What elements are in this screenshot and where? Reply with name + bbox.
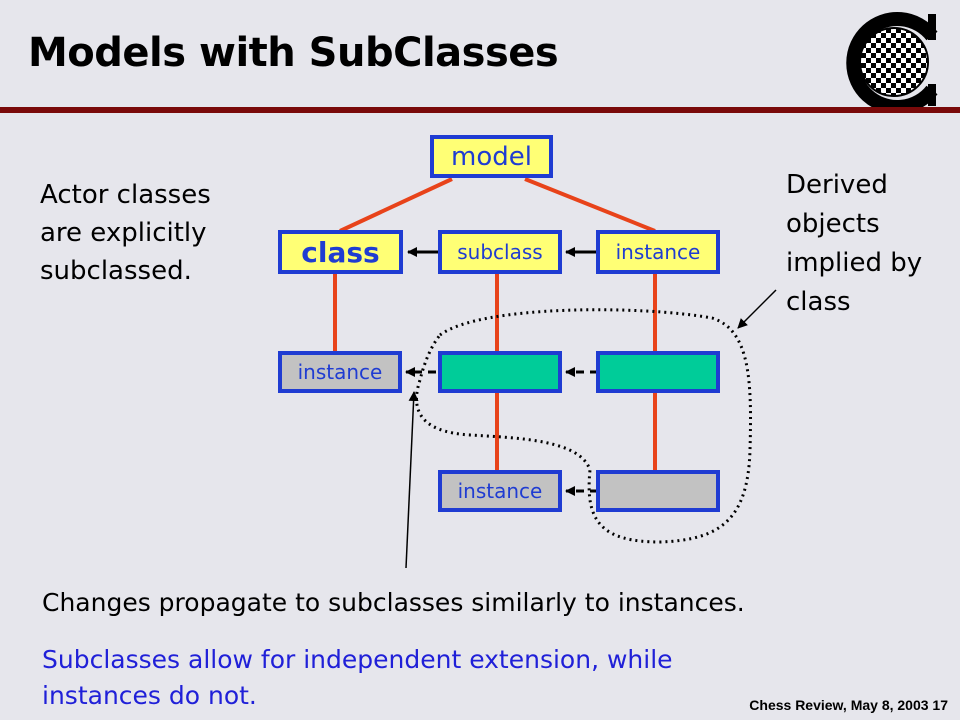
note-line: Derived — [786, 170, 888, 200]
derived-objects-note: Derived objects implied by class — [786, 166, 922, 322]
extension-line: instances do not. — [42, 681, 257, 710]
derived-box-right — [596, 351, 720, 393]
slide-footer: Chess Review, May 8, 2003 17 — [749, 697, 948, 713]
note-line: class — [786, 287, 851, 317]
title-rule — [0, 107, 960, 113]
class-label: class — [301, 235, 380, 269]
instance-label-top: instance — [615, 240, 701, 264]
instance-box-top: instance — [596, 230, 720, 274]
actor-classes-note: Actor classes are explicitly subclassed. — [40, 176, 211, 290]
extension-line: Subclasses allow for independent extensi… — [42, 645, 673, 674]
note-line: are explicitly — [40, 218, 207, 248]
derived-box-middle — [438, 351, 562, 393]
subclass-label: subclass — [457, 240, 543, 264]
derived-box-bottom-right — [596, 470, 720, 512]
note-line: Actor classes — [40, 180, 211, 210]
note-line: objects — [786, 209, 880, 239]
class-box: class — [278, 230, 403, 274]
instance-label-left: instance — [297, 360, 383, 384]
model-label: model — [451, 141, 532, 172]
model-box: model — [430, 135, 553, 178]
changes-propagate-text: Changes propagate to subclasses similarl… — [42, 588, 745, 617]
note-line: subclassed. — [40, 256, 192, 286]
instance-box-left: instance — [278, 351, 402, 393]
chess-logo-icon — [836, 8, 952, 108]
subclass-box: subclass — [438, 230, 562, 274]
note-line: implied by — [786, 248, 923, 278]
extension-text: Subclasses allow for independent extensi… — [42, 642, 673, 714]
instance-label-bottom: instance — [457, 479, 543, 503]
slide-title: Models with SubClasses — [28, 30, 559, 76]
instance-box-bottom: instance — [438, 470, 562, 512]
